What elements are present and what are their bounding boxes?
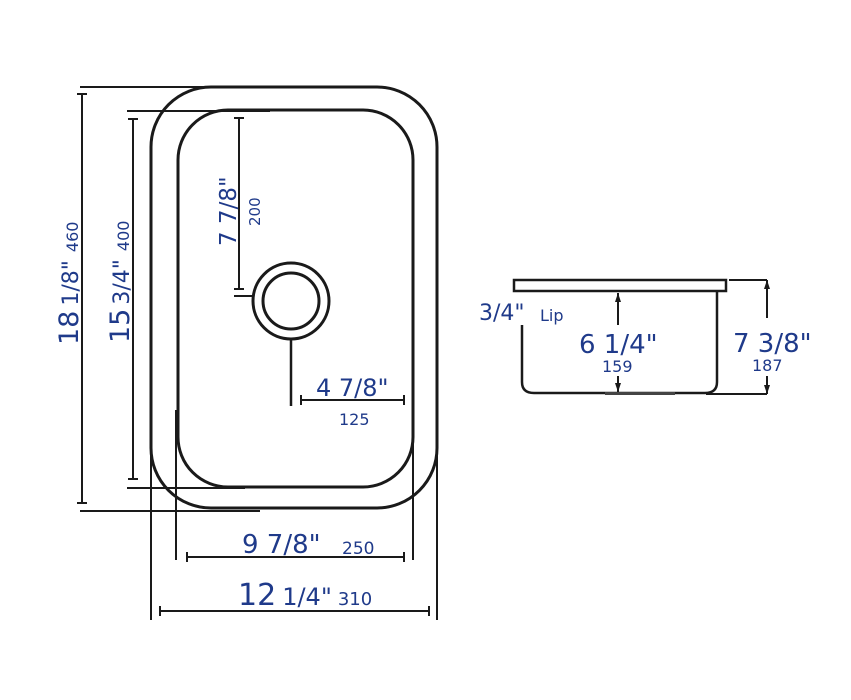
- side-view: 6 1/4" 159 7 3/8" 187 3/4" Lip: [479, 278, 812, 395]
- sink-inner-bowl: [176, 108, 415, 489]
- dim-overall-length: 181/8"460: [54, 93, 87, 504]
- lip-label: Lip: [540, 306, 564, 325]
- dim-overall-depth: 7 3/8" 187: [706, 279, 812, 395]
- sink-outer-rim: [149, 85, 439, 510]
- drain-from-side-mm: 125: [339, 410, 370, 429]
- sink-lip: [512, 278, 728, 293]
- lip-inch: 3/4": [479, 301, 525, 326]
- top-view: 181/8"460 153/4"400 7 7/8" 200 4 7/8" 12…: [54, 85, 439, 620]
- dim-bowl-depth: 6 1/4" 159: [579, 293, 658, 392]
- drain-bottom: [605, 392, 675, 395]
- overall-length-label: 181/8"460: [54, 222, 85, 345]
- drain-from-back-inch: 7 7/8": [216, 176, 242, 246]
- bowl-depth-inch: 6 1/4": [579, 330, 658, 360]
- dim-bowl-length: 153/4"400: [105, 118, 138, 480]
- dim-drain-from-back: 7 7/8" 200: [216, 117, 264, 290]
- drain-inner-ring: [261, 271, 321, 331]
- overall-depth-inch: 7 3/8": [733, 329, 812, 359]
- bowl-width-mm: 250: [342, 539, 374, 559]
- bowl-length-label: 153/4"400: [105, 221, 136, 343]
- bowl-depth-mm: 159: [602, 357, 633, 376]
- dim-drain-from-side: 4 7/8" 125: [300, 374, 405, 429]
- drain-from-back-mm: 200: [246, 197, 264, 226]
- bowl-width-inch: 9 7/8": [242, 530, 321, 560]
- dim-lip: 3/4" Lip: [479, 301, 564, 326]
- overall-depth-mm: 187: [752, 356, 783, 375]
- dim-bowl-width: 9 7/8" 250: [186, 530, 405, 562]
- drain-from-side-inch: 4 7/8": [316, 374, 389, 402]
